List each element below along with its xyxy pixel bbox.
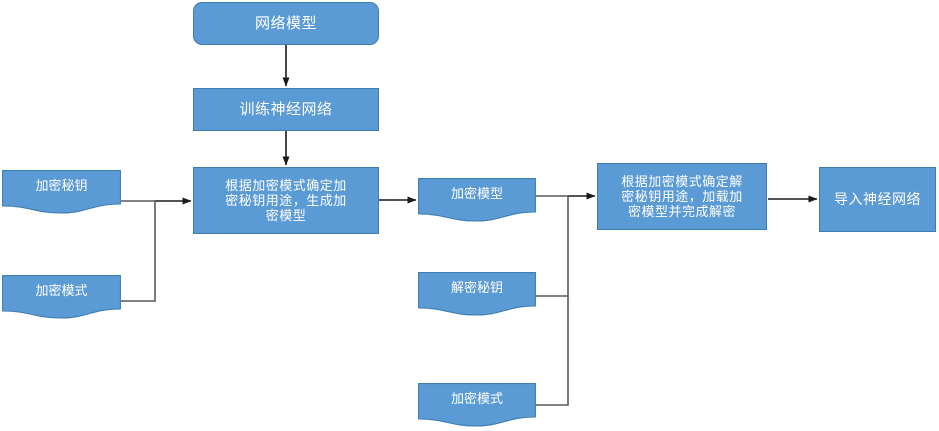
connector-deckey-to-decrypt [536, 196, 569, 297]
document-shape-icon [418, 383, 536, 427]
node-encrypt-process[interactable]: 根据加密模式确定加 密秘钥用途，生成加 密模型 [193, 167, 379, 234]
node-encrypt-mode-document-2[interactable]: 加密模式 [418, 383, 536, 427]
node-import-neural-network[interactable]: 导入神经网络 [819, 167, 936, 232]
node-label: 根据加密模式确定加 密秘钥用途，生成加 密模型 [225, 177, 347, 224]
node-label: 解密秘钥 [450, 280, 503, 295]
node-label: 加密模型 [450, 186, 503, 201]
node-label: 加密模式 [450, 391, 503, 406]
node-decrypt-process[interactable]: 根据加密模式确定解 密秘钥用途，加载加 密模型并完成解密 [597, 163, 767, 230]
node-decrypt-key-document[interactable]: 解密秘钥 [418, 272, 536, 316]
node-label: 加密模式 [35, 283, 88, 298]
document-shape-icon [418, 272, 536, 316]
node-encrypt-model-document[interactable]: 加密模型 [418, 178, 536, 222]
node-label: 训练神经网络 [239, 100, 333, 118]
document-shape-icon [2, 170, 121, 214]
connector-mode-to-encrypt [121, 201, 156, 302]
node-label: 根据加密模式确定解 密秘钥用途，加载加 密模型并完成解密 [621, 173, 743, 220]
document-shape-icon [2, 275, 121, 319]
node-encrypt-mode-document[interactable]: 加密模式 [2, 275, 121, 319]
node-label: 加密秘钥 [35, 178, 88, 193]
node-label: 网络模型 [254, 14, 317, 32]
node-network-model[interactable]: 网络模型 [193, 2, 379, 45]
connector-mode2-to-decrypt [536, 296, 569, 406]
node-encrypt-key-document[interactable]: 加密秘钥 [2, 170, 121, 214]
node-label: 导入神经网络 [834, 191, 921, 208]
node-train-neural-network[interactable]: 训练神经网络 [193, 88, 379, 131]
document-shape-icon [418, 178, 536, 222]
